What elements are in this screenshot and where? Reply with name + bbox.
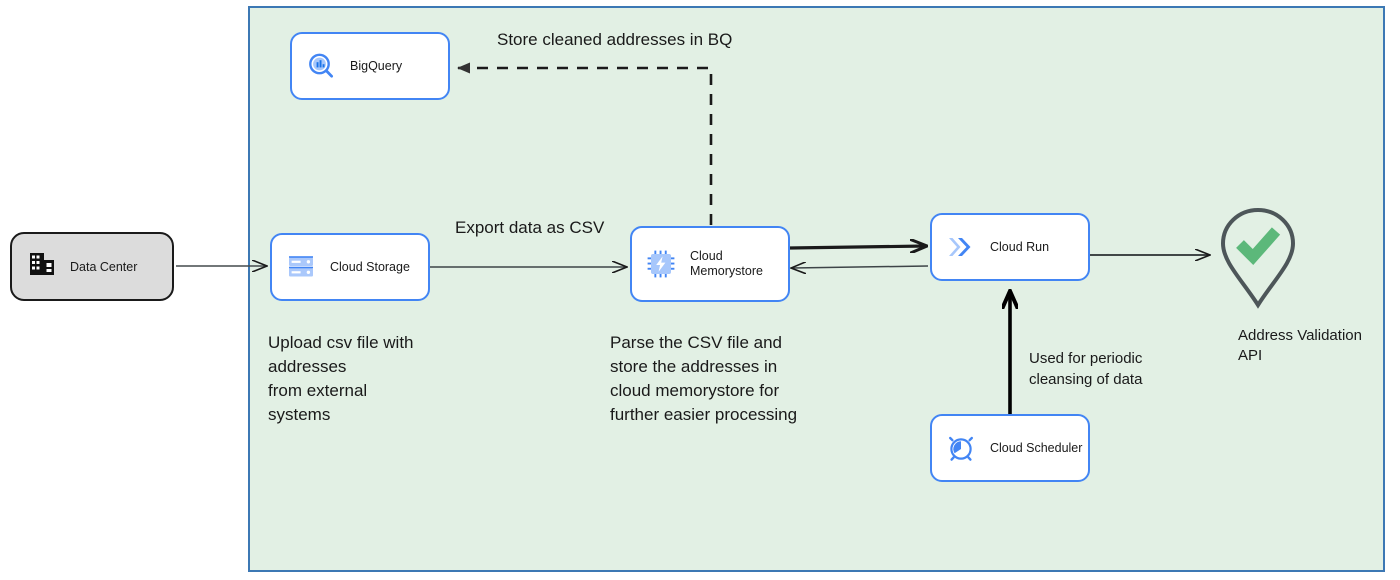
cloud-storage-icon [284, 250, 318, 284]
bigquery-icon [304, 49, 338, 83]
node-label-data-center: Data Center [70, 259, 138, 274]
node-data-center[interactable]: Data Center [10, 232, 174, 301]
label-address-validation-api: Address Validation API [1238, 327, 1362, 365]
node-label-cloud-scheduler: Cloud Scheduler [990, 440, 1083, 455]
node-bigquery[interactable]: BigQuery [290, 32, 450, 100]
node-label-cloud-run: Cloud Run [990, 239, 1050, 254]
node-cloud-memorystore[interactable]: Cloud Memorystore [630, 226, 790, 302]
node-label-cloud-memorystore: Cloud Memorystore [690, 249, 763, 278]
cloud-scheduler-icon [944, 431, 978, 465]
caption-parse-csv: Parse the CSV file and store the address… [610, 333, 798, 425]
caption-scheduler-usage: Used for periodic cleansing of data [1029, 350, 1143, 389]
node-label-bigquery: BigQuery [350, 58, 403, 73]
edge-label-export-data-as-csv: Export data as CSV [455, 218, 605, 237]
node-cloud-storage[interactable]: Cloud Storage [270, 233, 430, 301]
building-icon [28, 250, 56, 283]
google-cloud-boundary-panel [248, 6, 1385, 572]
map-pin-check-icon [1216, 206, 1300, 310]
node-label-cloud-storage: Cloud Storage [330, 259, 410, 274]
edge-label-store-cleaned-addresses: Store cleaned addresses in BQ [497, 30, 733, 49]
node-cloud-scheduler[interactable]: Cloud Scheduler [930, 414, 1090, 482]
caption-upload-csv: Upload csv file with addresses from exte… [268, 333, 414, 425]
cloud-memorystore-icon [644, 247, 678, 281]
cloud-run-icon [944, 230, 978, 264]
node-cloud-run[interactable]: Cloud Run [930, 213, 1090, 281]
